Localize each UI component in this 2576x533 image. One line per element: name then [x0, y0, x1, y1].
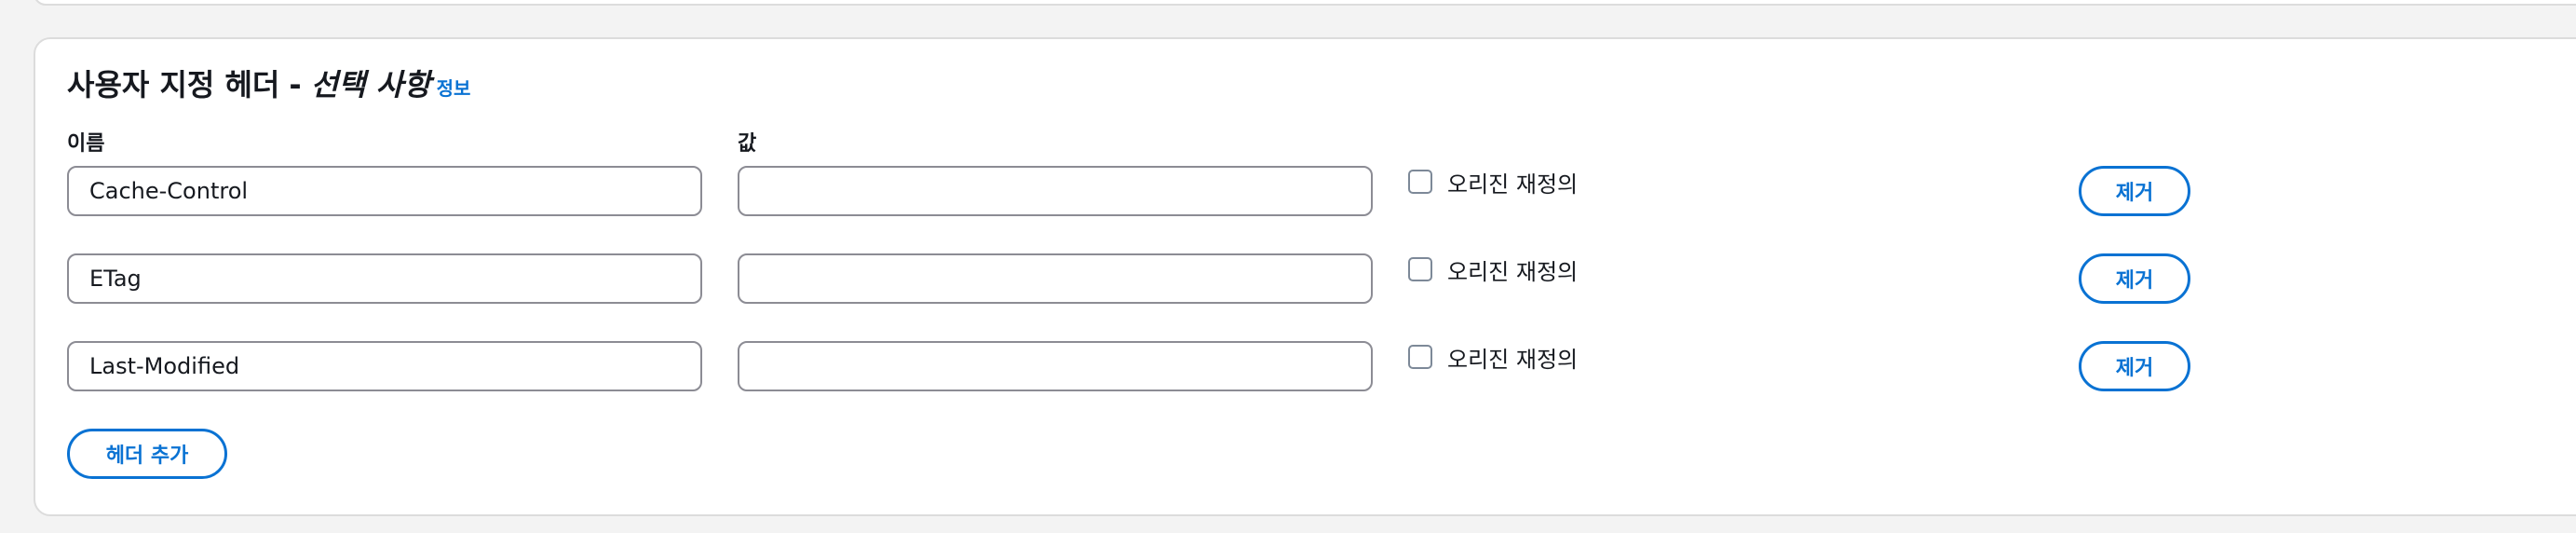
origin-override-checkbox[interactable]	[1408, 345, 1432, 369]
info-link[interactable]: 정보	[436, 77, 471, 100]
section-title-separator: -	[289, 67, 302, 102]
origin-override-label: 오리진 재정의	[1447, 346, 1579, 373]
header-value-input[interactable]	[738, 341, 1373, 391]
origin-override-option[interactable]: 오리진 재정의	[1408, 343, 1579, 373]
previous-section-card	[34, 0, 2576, 6]
origin-override-checkbox[interactable]	[1408, 257, 1432, 281]
section-title-optional: 선택 사항	[310, 67, 431, 102]
remove-header-button[interactable]: 제거	[2079, 253, 2190, 304]
origin-override-checkbox[interactable]	[1408, 170, 1432, 194]
header-value-input[interactable]	[738, 166, 1373, 216]
value-column-label: 값	[738, 132, 757, 156]
origin-override-label: 오리진 재정의	[1447, 171, 1579, 198]
name-column-label: 이름	[67, 132, 105, 156]
section-title: 사용자 지정 헤더 - 선택 사항 정보	[67, 62, 470, 110]
header-name-input[interactable]	[67, 341, 702, 391]
origin-override-label: 오리진 재정의	[1447, 258, 1579, 285]
remove-header-button[interactable]: 제거	[2079, 166, 2190, 216]
origin-override-option[interactable]: 오리진 재정의	[1408, 168, 1579, 198]
header-name-input[interactable]	[67, 253, 702, 304]
header-name-input[interactable]	[67, 166, 702, 216]
header-value-input[interactable]	[738, 253, 1373, 304]
section-title-text: 사용자 지정 헤더	[67, 67, 280, 102]
remove-header-button[interactable]: 제거	[2079, 341, 2190, 391]
add-header-button[interactable]: 헤더 추가	[67, 429, 227, 479]
origin-override-option[interactable]: 오리진 재정의	[1408, 255, 1579, 285]
